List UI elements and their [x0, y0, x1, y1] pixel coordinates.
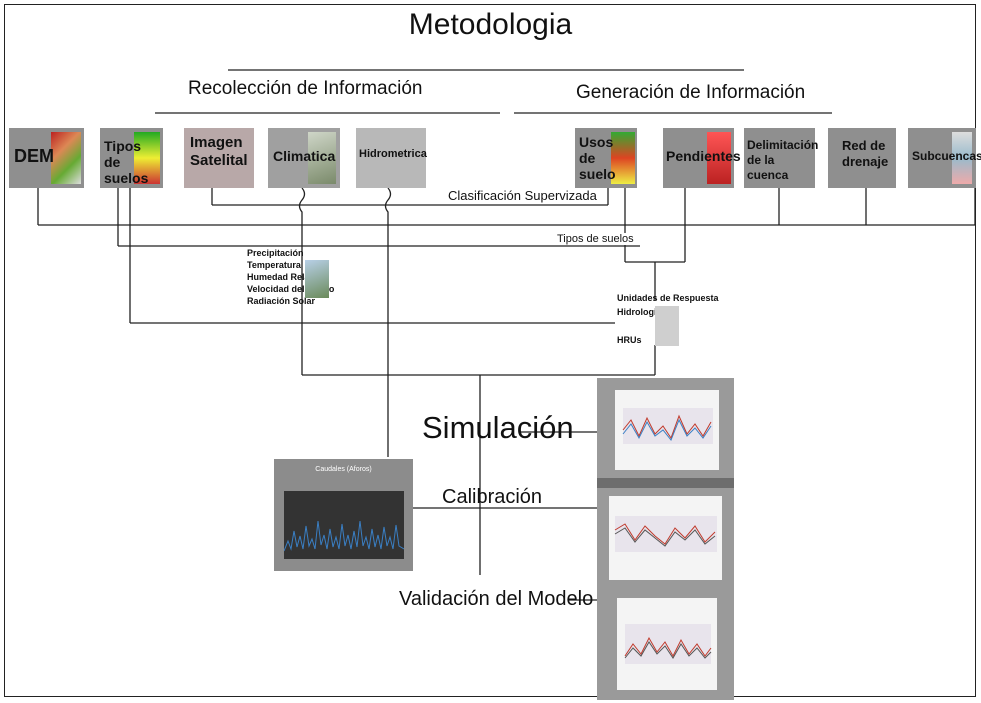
- box-pendientes: Pendientes: [663, 128, 741, 188]
- slope-map-thumbnail: [707, 132, 731, 184]
- box-dem-label: DEM: [14, 146, 54, 166]
- climate-var: Precipitación: [247, 248, 304, 258]
- dem-map-thumbnail: [51, 132, 81, 184]
- simulacion-series: [622, 408, 713, 444]
- validacion-chart-panel: [597, 588, 734, 700]
- box-delimitacion-label: Delimitación de la cuenca: [747, 138, 819, 182]
- section-generacion: Generación de Información: [576, 82, 806, 103]
- calibracion-chart-plot: [609, 496, 722, 580]
- calibracion-chart-panel: [597, 488, 734, 588]
- climate-var: Velocidad del Viento: [247, 284, 335, 294]
- chart-divider: [597, 478, 734, 488]
- box-delimitacion: Delimitación de la cuenca: [744, 128, 819, 188]
- box-imagen-label: Imagen Satelital: [190, 134, 248, 169]
- box-subcuencas: Subcuencas: [908, 128, 981, 188]
- climate-var: Temperatura: [247, 260, 301, 270]
- box-pendientes-label: Pendientes: [666, 148, 741, 164]
- step-simulacion: Simulación: [422, 410, 574, 445]
- hru-label-2: Hidrologica: [617, 307, 667, 317]
- soil-map-thumbnail: [134, 132, 160, 184]
- hru-label-3: HRUs: [617, 335, 642, 345]
- hru-label-1: Unidades de Respuesta: [617, 293, 719, 303]
- caudales-series: [283, 520, 405, 552]
- climate-var: Humedad Relativa: [247, 272, 326, 282]
- step-validacion: Validación del Modelo: [399, 588, 594, 610]
- climate-photo-thumbnail: [305, 260, 329, 298]
- diagram-frame: [4, 4, 976, 697]
- box-usos-suelo: Usos de suelo: [575, 128, 637, 188]
- step-calibracion: Calibración: [442, 486, 543, 508]
- simulacion-chart-panel: [597, 378, 734, 478]
- box-climatica: Climatica: [268, 128, 340, 188]
- box-hidrometrica: Hidrometrica: [356, 128, 427, 188]
- label-clasificacion: Clasificación Supervizada: [448, 188, 597, 203]
- box-subcuencas-label: Subcuencas: [912, 149, 981, 163]
- validacion-chart-plot: [617, 598, 717, 690]
- climate-var-list: Precipitación Temperatura Humedad Relati…: [247, 247, 334, 307]
- simulacion-chart-plot: [615, 390, 719, 470]
- box-climatica-label: Climatica: [273, 148, 336, 164]
- subcuencas-map-thumbnail: [952, 132, 972, 184]
- validacion-series: [624, 624, 712, 664]
- climatica-photo-thumbnail: [308, 132, 336, 184]
- box-tipos-label: Tipos de suelos: [104, 138, 149, 186]
- box-red-label: Red de drenaje: [842, 138, 889, 169]
- landuse-map-thumbnail: [611, 132, 635, 184]
- box-tipos-suelos: Tipos de suelos: [100, 128, 163, 188]
- caudales-chart-plot: [283, 491, 405, 559]
- caudales-chart-panel: Caudales (Aforos): [274, 459, 413, 571]
- caudales-chart-title: Caudales (Aforos): [315, 466, 372, 473]
- box-imagen-satelital: Imagen Satelital: [184, 128, 254, 188]
- box-usos-label: Usos de suelo: [579, 134, 616, 182]
- climate-var: Radiación Solar: [247, 296, 316, 306]
- hru-map-thumbnail: [655, 306, 679, 346]
- box-dem: DEM: [9, 128, 84, 188]
- box-red-drenaje: Red de drenaje: [828, 128, 896, 188]
- label-tipos-suelos: Tipos de suelos: [557, 233, 634, 245]
- box-hidrometrica-label: Hidrometrica: [359, 148, 427, 160]
- section-recoleccion: Recolección de Información: [188, 78, 423, 99]
- calibracion-series: [614, 516, 717, 552]
- page-title: Metodologia: [408, 8, 573, 41]
